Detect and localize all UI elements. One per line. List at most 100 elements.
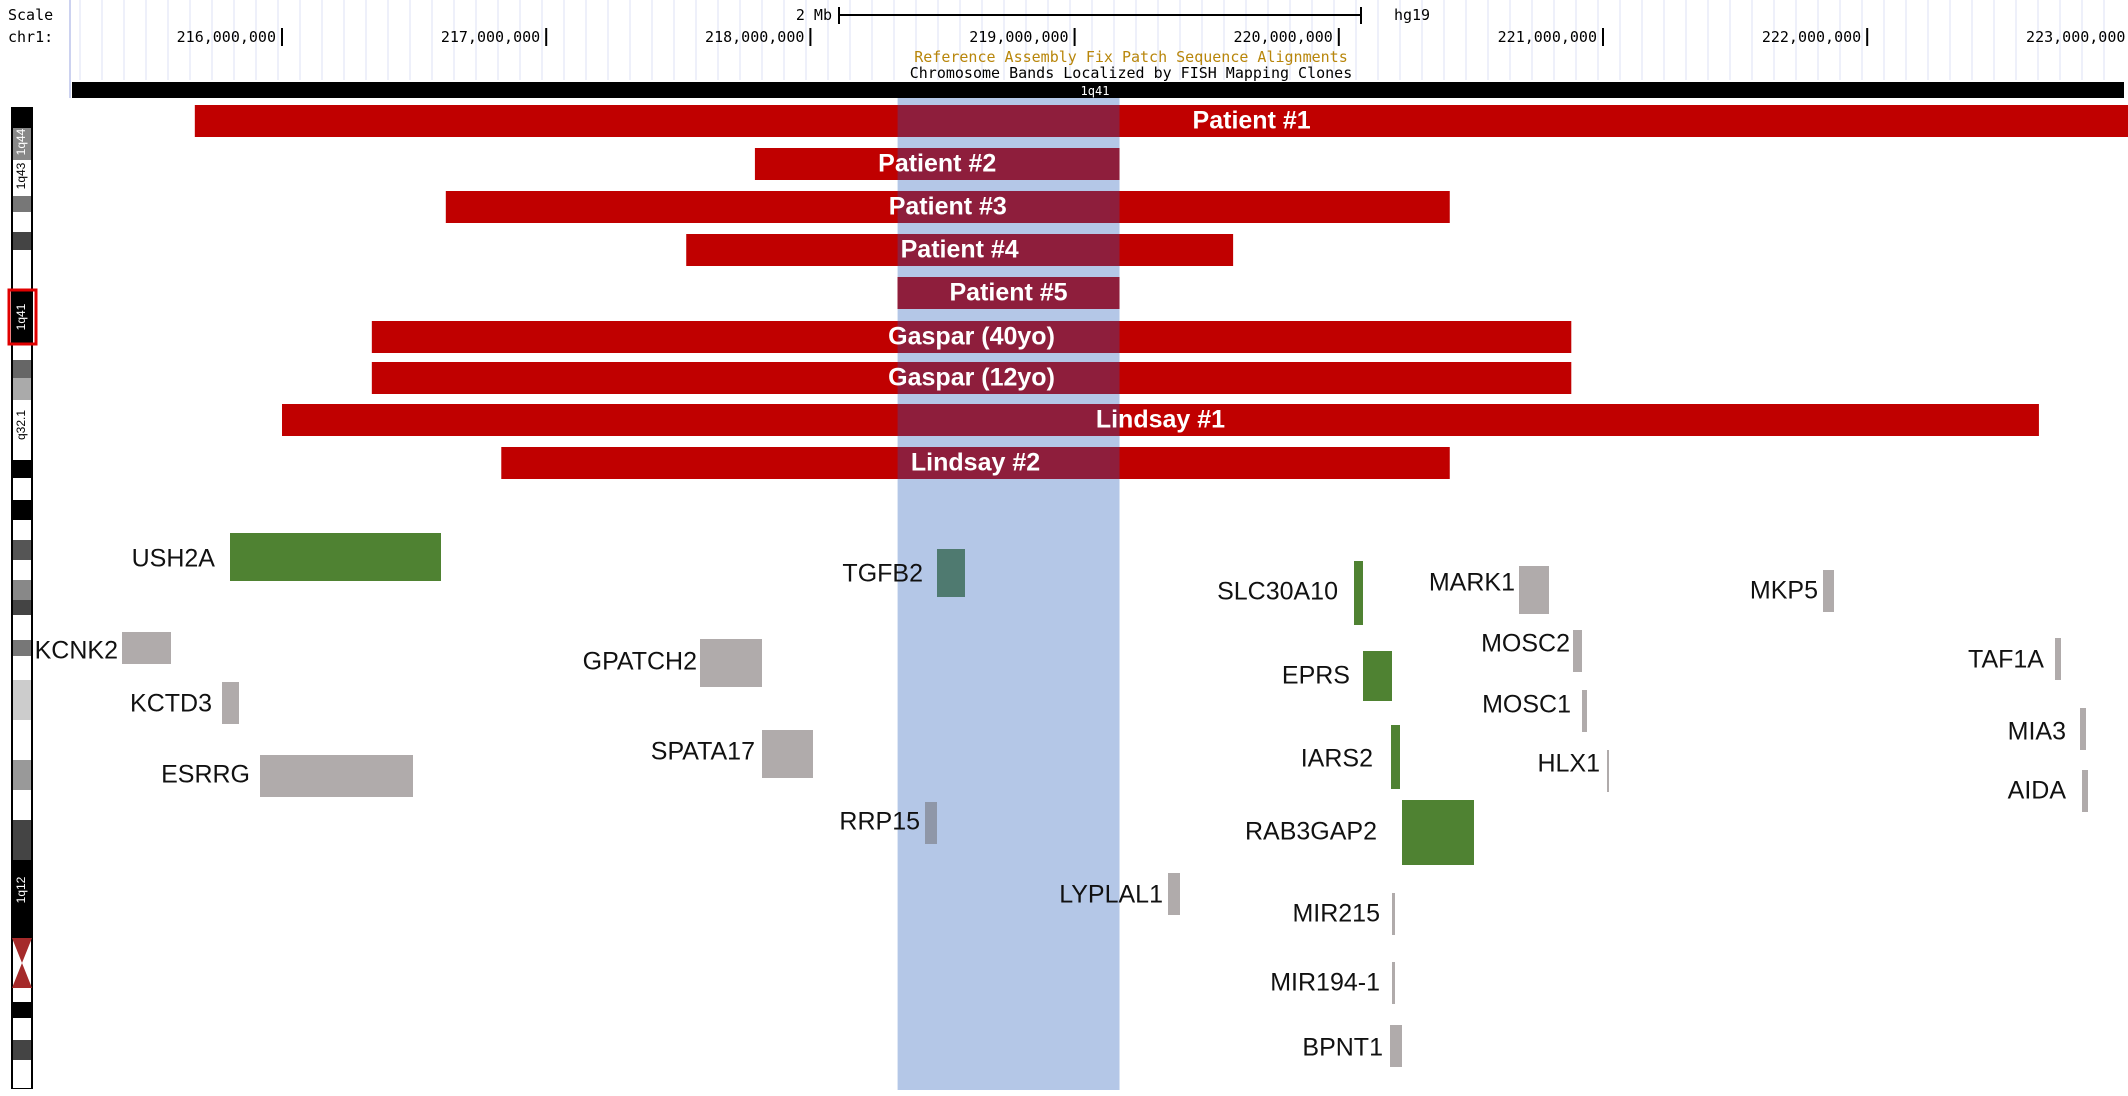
gene-block: [1390, 1025, 1402, 1067]
deletion-bar: Patient #5: [897, 277, 1120, 309]
gene-label: MIR194-1: [1270, 969, 1380, 997]
deletion-bar-overlap: [897, 105, 1120, 137]
deletion-bar-label: Patient #1: [1193, 107, 1311, 135]
deletion-bar: Patient #3: [445, 191, 1450, 223]
gene-mir215: MIR215: [1292, 893, 1395, 935]
gene-label: MOSC2: [1481, 630, 1570, 658]
ideogram-band: [13, 290, 31, 344]
ideogram-band: [13, 160, 31, 196]
deletion-bar-overlap: [897, 148, 1120, 180]
gene-slc30a10: SLC30A10: [1217, 561, 1363, 625]
assembly-label: hg19: [1394, 6, 1430, 24]
gene-block: [2082, 770, 2088, 812]
gene-bpnt1: BPNT1: [1302, 1025, 1402, 1067]
ideogram-band: [13, 615, 31, 640]
gene-block: [222, 682, 239, 724]
centromere-upper: [12, 938, 32, 963]
ideogram-band: [13, 600, 31, 615]
gene-label: ESRRG: [161, 761, 250, 789]
deletion-bar-overlap: [897, 404, 1120, 436]
deletion-bar-overlap: [897, 234, 1120, 266]
ideogram-band: [13, 478, 31, 500]
deletion-bar-overlap: [897, 447, 1120, 479]
gene-block: [230, 533, 441, 581]
deletion-bar-label: Patient #4: [901, 236, 1019, 264]
gene-block: [700, 639, 762, 687]
ideogram-band: [13, 108, 31, 128]
ideogram-band: [13, 520, 31, 540]
gene-mir194-1: MIR194-1: [1270, 962, 1395, 1004]
gene-block: [1392, 893, 1395, 935]
gene-ush2a: USH2A: [132, 533, 441, 581]
scale-label: Scale: [8, 6, 53, 24]
gene-label: KCNK2: [35, 637, 118, 665]
gene-block: [1168, 873, 1180, 915]
gene-label: USH2A: [132, 545, 216, 573]
gene-rab3gap2: RAB3GAP2: [1245, 800, 1474, 865]
gene-hlx1: HLX1: [1537, 750, 1609, 792]
coordinate-tick-label: 220,000,000: [1233, 28, 1332, 46]
gene-label: SPATA17: [651, 738, 755, 766]
ideogram-band: [13, 1018, 31, 1040]
deletion-bars: Patient #1 Patient #2 Patient #3 Patient #4…: [194, 105, 2128, 479]
coordinate-tick-label: 221,000,000: [1498, 28, 1597, 46]
deletion-bar-label: Lindsay #1: [1096, 406, 1225, 434]
gene-block: [1607, 750, 1609, 792]
deletion-bar: Lindsay #1: [282, 404, 2039, 436]
gene-label: MOSC1: [1482, 691, 1571, 719]
header-gridlines: [79, 0, 2105, 80]
gene-block: [1354, 561, 1363, 625]
ideogram-band: [13, 196, 31, 212]
deletion-bar-label: Patient #5: [949, 279, 1067, 307]
deletion-bar: Lindsay #2: [501, 447, 1450, 479]
gene-mosc1: MOSC1: [1482, 690, 1587, 732]
ideogram-band: [13, 560, 31, 580]
deletion-bar-label: Gaspar (12yo): [888, 364, 1055, 392]
gene-block: [2055, 638, 2061, 680]
gene-block: [1392, 962, 1395, 1004]
gene-label: EPRS: [1282, 662, 1350, 690]
deletion-bar-label: Gaspar (40yo): [888, 323, 1055, 351]
gene-kcnk2: KCNK2: [35, 632, 171, 665]
gene-label: RRP15: [839, 808, 920, 836]
coordinate-tick-label: 219,000,000: [969, 28, 1068, 46]
gene-mia3: MIA3: [2008, 708, 2086, 750]
ideogram-band: [13, 1040, 31, 1060]
coordinate-tick-label: 218,000,000: [705, 28, 804, 46]
ideogram-band: [13, 460, 31, 478]
deletion-bar-rect: [194, 105, 2128, 137]
gene-block: [1582, 690, 1587, 732]
deletion-bar-overlap: [897, 362, 1120, 394]
ideogram-band: [13, 360, 31, 378]
gene-label: AIDA: [2008, 777, 2067, 805]
ideogram-band: [13, 640, 31, 656]
gene-block: [762, 730, 813, 778]
gene-mkp5: MKP5: [1750, 570, 1834, 612]
gene-mosc2: MOSC2: [1481, 630, 1582, 672]
gene-label: MIA3: [2008, 718, 2066, 746]
ideogram-band: [13, 500, 31, 520]
gene-track: USH2AKCNK2KCTD3ESRRGGPATCH2SPATA17TGFB2R…: [35, 533, 2088, 1067]
deletion-bar-overlap: [897, 277, 1120, 309]
ideogram-band: [13, 1002, 31, 1018]
gene-block: [925, 802, 937, 844]
deletion-bar-overlap: [897, 191, 1120, 223]
gene-label: LYPLAL1: [1059, 881, 1163, 909]
deletion-bar: Gaspar (40yo): [371, 321, 1572, 353]
ideogram-band: [13, 1060, 31, 1088]
ideogram-band: [13, 760, 31, 790]
gene-taf1a: TAF1A: [1968, 638, 2061, 680]
gene-label: TAF1A: [1968, 646, 2044, 674]
gene-rrp15: RRP15: [839, 802, 937, 844]
gene-label: IARS2: [1301, 745, 1373, 773]
gene-block: [1823, 570, 1834, 612]
coordinate-tick-label: 223,000,000: [2026, 28, 2125, 46]
gene-block: [1363, 651, 1392, 701]
ideogram-band: [13, 400, 31, 460]
gene-label: RAB3GAP2: [1245, 818, 1377, 846]
deletion-bar: Patient #2: [754, 148, 1120, 180]
gene-iars2: IARS2: [1301, 725, 1400, 789]
